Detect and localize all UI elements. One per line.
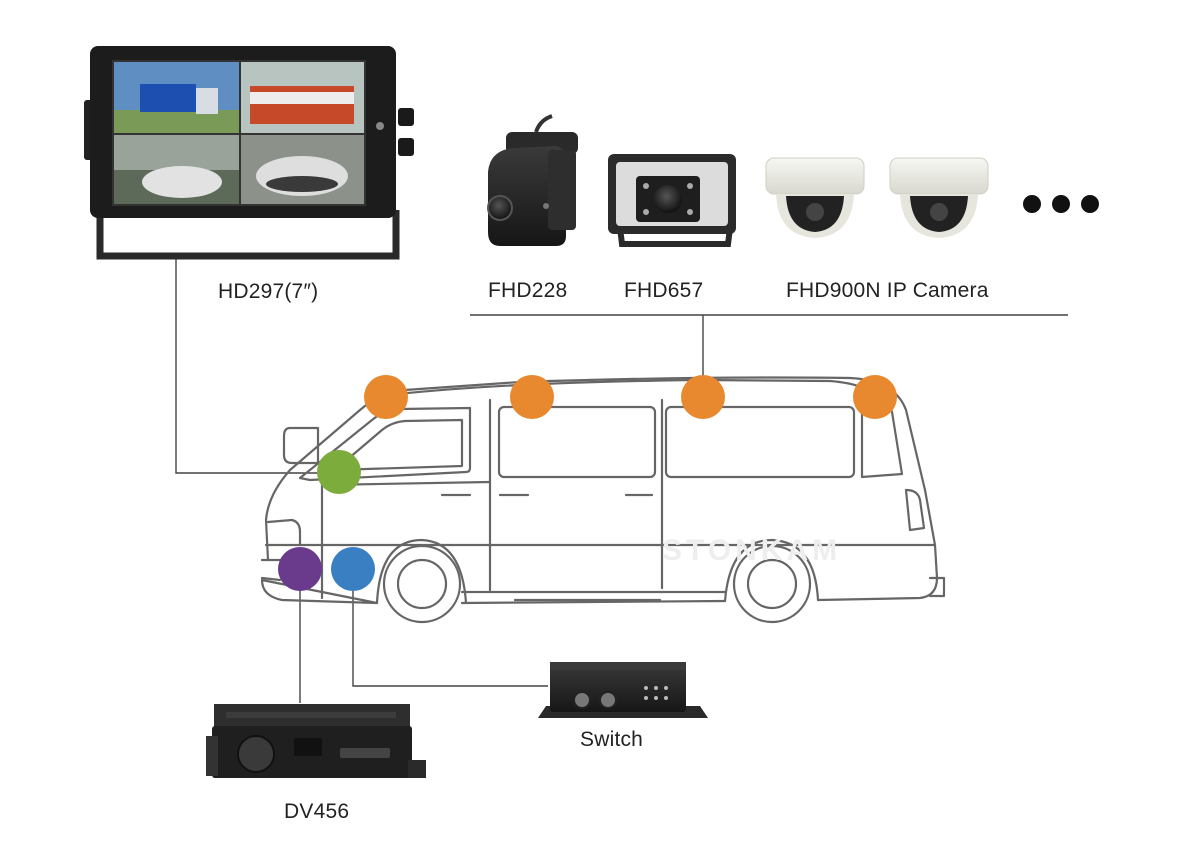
switch-node [331,547,375,591]
more-label: ●●● [1018,190,1071,221]
monitor-node [317,450,361,494]
camera-node [364,375,408,419]
watermark: STONKAM [662,534,842,567]
monitor-link-line [175,258,325,474]
dvr-label: DV456 [284,800,350,823]
dome-camera-icon [765,157,865,238]
network-switch-icon [538,662,708,718]
camera-fhd900n-label: FHD900N IP Camera [786,279,989,302]
box-camera-icon [608,154,736,247]
camera-node [681,375,725,419]
switch-label: Switch [580,728,644,751]
connection-lines [175,258,1068,703]
camera-nodes [364,375,897,419]
monitor-label: HD297(7″) [218,280,319,303]
switch-link-line [352,591,548,687]
camera-node [853,375,897,419]
more-indicator [1023,195,1099,213]
mobile-dvr-icon [206,704,426,778]
camera-fhd228-label: FHD228 [488,279,568,302]
mini-camera-icon [487,114,578,246]
dvr-node [278,547,322,591]
quad-view-monitor-icon [84,46,414,260]
camera-fhd657-label: FHD657 [624,279,704,302]
camera-node [510,375,554,419]
dome-camera-icon [889,157,989,238]
